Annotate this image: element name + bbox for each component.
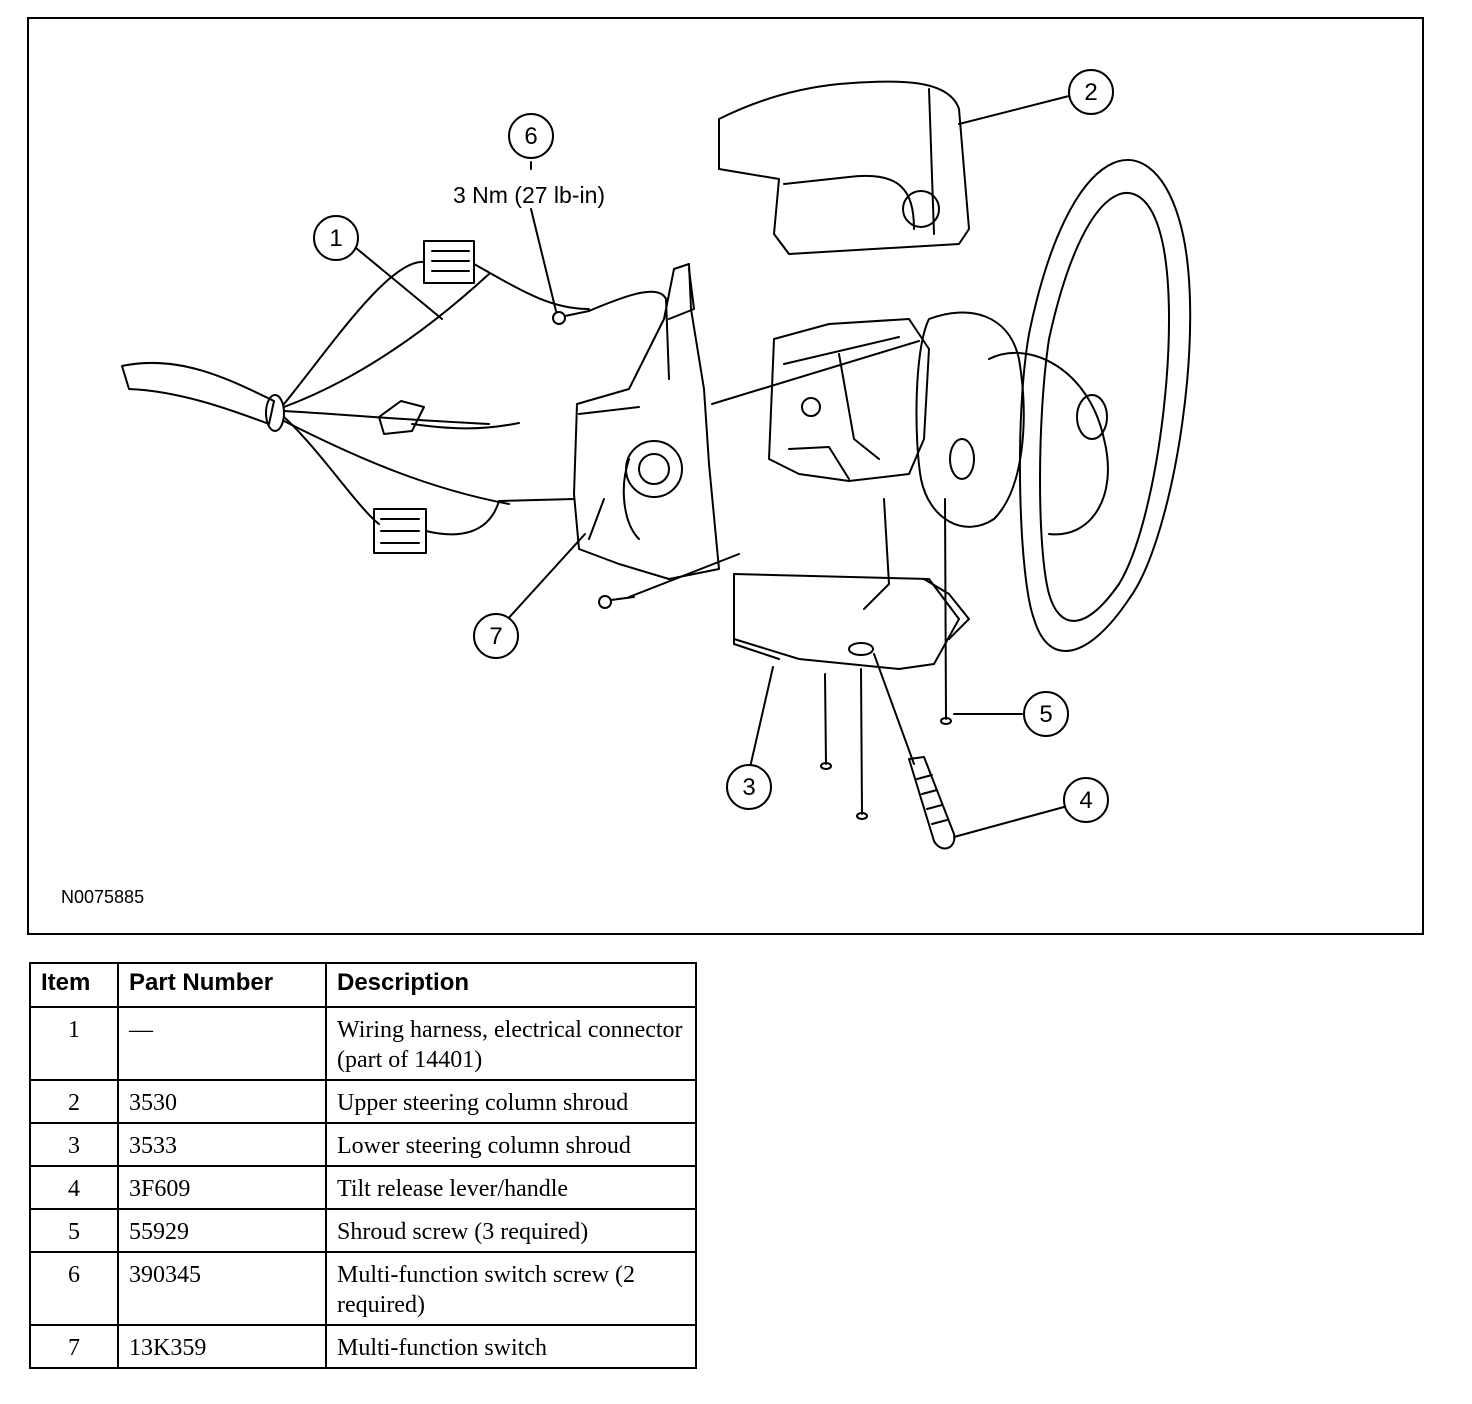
description-cell: Lower steering column shroud: [325, 1122, 697, 1167]
item-cell: 5: [29, 1208, 119, 1253]
item-cell: 6: [29, 1251, 119, 1326]
connector-lower: [373, 498, 575, 554]
item-cell: 1: [29, 1006, 119, 1081]
table-row: 5 55929 Shroud screw (3 required): [29, 1208, 697, 1253]
connector-middle: [378, 400, 520, 435]
exploded-view-diagram: 1 2 3 4 5 6 7 3 Nm (27 lb-in) N0075885: [27, 17, 1424, 935]
diagram-canvas: 1 2 3 4 5 6 7 3 Nm (27 lb-in) N0075885: [61, 69, 1192, 907]
description-cell: Multi-function switch: [325, 1324, 697, 1369]
tilt-release-lever: [873, 653, 956, 850]
callout-circle-5: [1023, 691, 1069, 737]
description-cell: Shroud screw (3 required): [325, 1208, 697, 1253]
figure-id: N0075885: [61, 887, 144, 907]
switch-screw-upper: [552, 290, 670, 380]
column-header-description: Description: [325, 962, 697, 1008]
item-cell: 2: [29, 1079, 119, 1124]
callout-label-5: 5: [1039, 701, 1052, 728]
item-cell: 4: [29, 1165, 119, 1210]
part-number-cell: 3533: [117, 1122, 327, 1167]
callout-label-1: 1: [329, 225, 342, 252]
table-row: 6 390345 Multi-function switch screw (2 …: [29, 1251, 697, 1326]
multi-function-switch: [573, 263, 720, 580]
callout-circle-3: [726, 764, 772, 810]
part-number-cell: 13K359: [117, 1324, 327, 1369]
callout-circle-4: [1063, 777, 1109, 823]
callout-label-4: 4: [1079, 787, 1092, 814]
callout-circle-6: [508, 113, 554, 159]
column-header-part-number: Part Number: [117, 962, 327, 1008]
part-number-cell: 3530: [117, 1079, 327, 1124]
callout-label-3: 3: [742, 774, 755, 801]
callout-label-2: 2: [1084, 79, 1097, 106]
upper-steering-column-shroud: [718, 80, 970, 255]
part-number-cell: 3F609: [117, 1165, 327, 1210]
torque-spec: 3 Nm (27 lb-in): [453, 182, 605, 208]
parts-table: Item Part Number Description 1 — Wiring …: [29, 962, 697, 1369]
part-number-cell: —: [117, 1006, 327, 1081]
description-cell: Tilt release lever/handle: [325, 1165, 697, 1210]
part-number-cell: 55929: [117, 1208, 327, 1253]
description-cell: Upper steering column shroud: [325, 1079, 697, 1124]
table-row: 4 3F609 Tilt release lever/handle: [29, 1165, 697, 1210]
part-number-cell: 390345: [117, 1251, 327, 1326]
connector-upper: [423, 240, 590, 310]
steering-column: [711, 318, 930, 482]
table-row: 3 3533 Lower steering column shroud: [29, 1122, 697, 1167]
callout-label-6: 6: [524, 123, 537, 150]
callout-circle-7: [473, 613, 519, 659]
table-row: 1 — Wiring harness, electrical connector…: [29, 1006, 697, 1081]
description-cell: Wiring harness, electrical connector (pa…: [325, 1006, 697, 1081]
callout-label-7: 7: [489, 623, 502, 650]
table-row: 2 3530 Upper steering column shroud: [29, 1079, 697, 1124]
item-cell: 7: [29, 1324, 119, 1369]
item-cell: 3: [29, 1122, 119, 1167]
shroud-screw: [820, 498, 952, 820]
table-header-row: Item Part Number Description: [29, 962, 697, 1008]
wiring-harness: [121, 260, 510, 525]
callout-circle-1: [313, 215, 359, 261]
callout-circle-2: [1068, 69, 1114, 115]
lower-steering-column-shroud: [733, 498, 970, 670]
column-header-item: Item: [29, 962, 119, 1008]
steering-wheel: [915, 159, 1192, 652]
table-row: 7 13K359 Multi-function switch: [29, 1324, 697, 1369]
description-cell: Multi-function switch screw (2 required): [325, 1251, 697, 1326]
